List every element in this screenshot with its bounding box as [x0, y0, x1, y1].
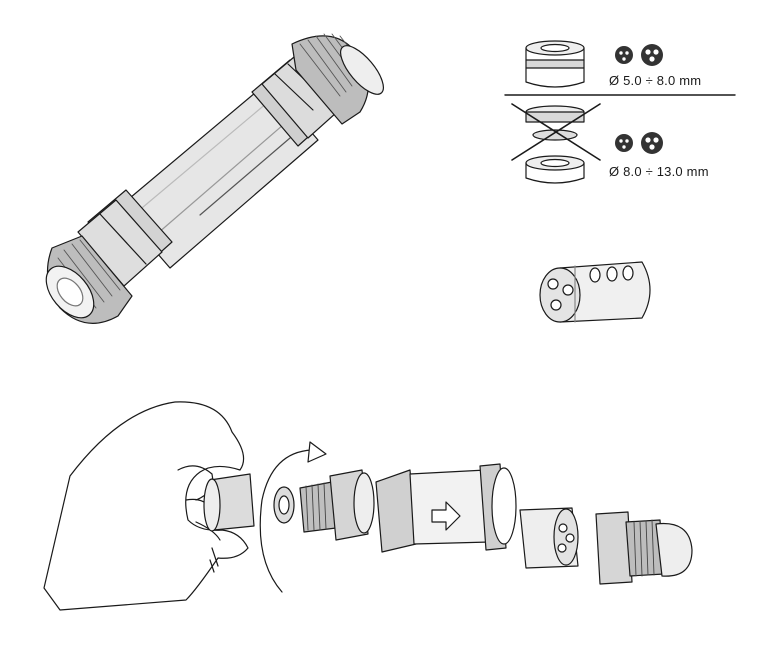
rotation-arrow [259, 441, 327, 593]
seal-option-large-diameter [511, 103, 663, 184]
cross-out-line [511, 103, 601, 161]
seal-ring-part [273, 486, 295, 524]
terminal-insert-part [519, 507, 579, 569]
assembled-connector-illustration [45, 33, 384, 324]
seal-option-small-diameter [525, 40, 663, 88]
two-hole-seal-icon [615, 46, 633, 64]
three-hole-seal-icon [641, 132, 663, 154]
diameter-label-small: Ø 5.0 ÷ 8.0 mm [609, 73, 702, 88]
threaded-gland-part [299, 469, 375, 541]
three-hole-seal-icon [641, 44, 663, 66]
terminal-block-illustration [539, 261, 651, 323]
diameter-label-large: Ø 8.0 ÷ 13.0 mm [609, 164, 709, 179]
two-hole-seal-icon [615, 134, 633, 152]
connector-housing-part [375, 463, 517, 553]
direction-arrow-icon [431, 501, 461, 531]
second-gland-part [595, 511, 693, 585]
gland-nut-part [203, 473, 255, 532]
